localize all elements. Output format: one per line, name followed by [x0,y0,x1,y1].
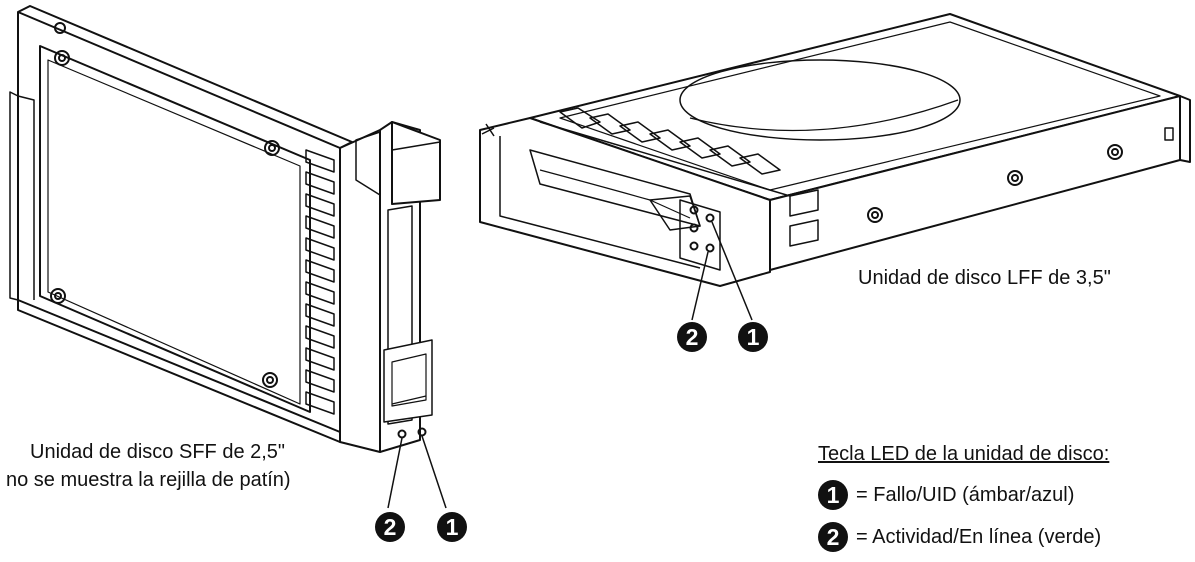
lff-led-fault [705,213,715,223]
sff-caption-line1: Unidad de disco SFF de 2,5" [30,441,286,463]
lff-callout-activity: 2 [677,322,707,352]
lff-led-1a [689,205,699,215]
lff-led-3a [689,241,699,251]
legend-text-1: = Fallo/UID (ámbar/azul) [856,483,1075,506]
legend-item-activity: 2 = Actividad/En línea (verde) [818,522,1101,552]
sff-caption-line2: no se muestra la rejilla de patín) [6,469,291,491]
lff-drive-carrier [479,13,1191,287]
lff-caption: Unidad de disco LFF de 3,5" [858,267,1111,289]
sff-callout-fault: 1 [437,512,467,542]
sff-drive-carrier [9,5,441,453]
sff-led-fault [417,427,427,437]
legend-text-2: = Actividad/En línea (verde) [856,525,1102,548]
sff-led-activity [397,429,407,439]
legend-item-fault: 1 = Fallo/UID (ámbar/azul) [818,480,1074,510]
lff-led-2a [689,223,699,233]
legend-number-1: 1 [818,480,848,510]
lff-callout-fault: 1 [738,322,768,352]
legend-number-2: 2 [818,522,848,552]
legend-title: Tecla LED de la unidad de disco: [818,443,1110,465]
lff-led-activity [705,243,715,253]
sff-callout-activity: 2 [375,512,405,542]
